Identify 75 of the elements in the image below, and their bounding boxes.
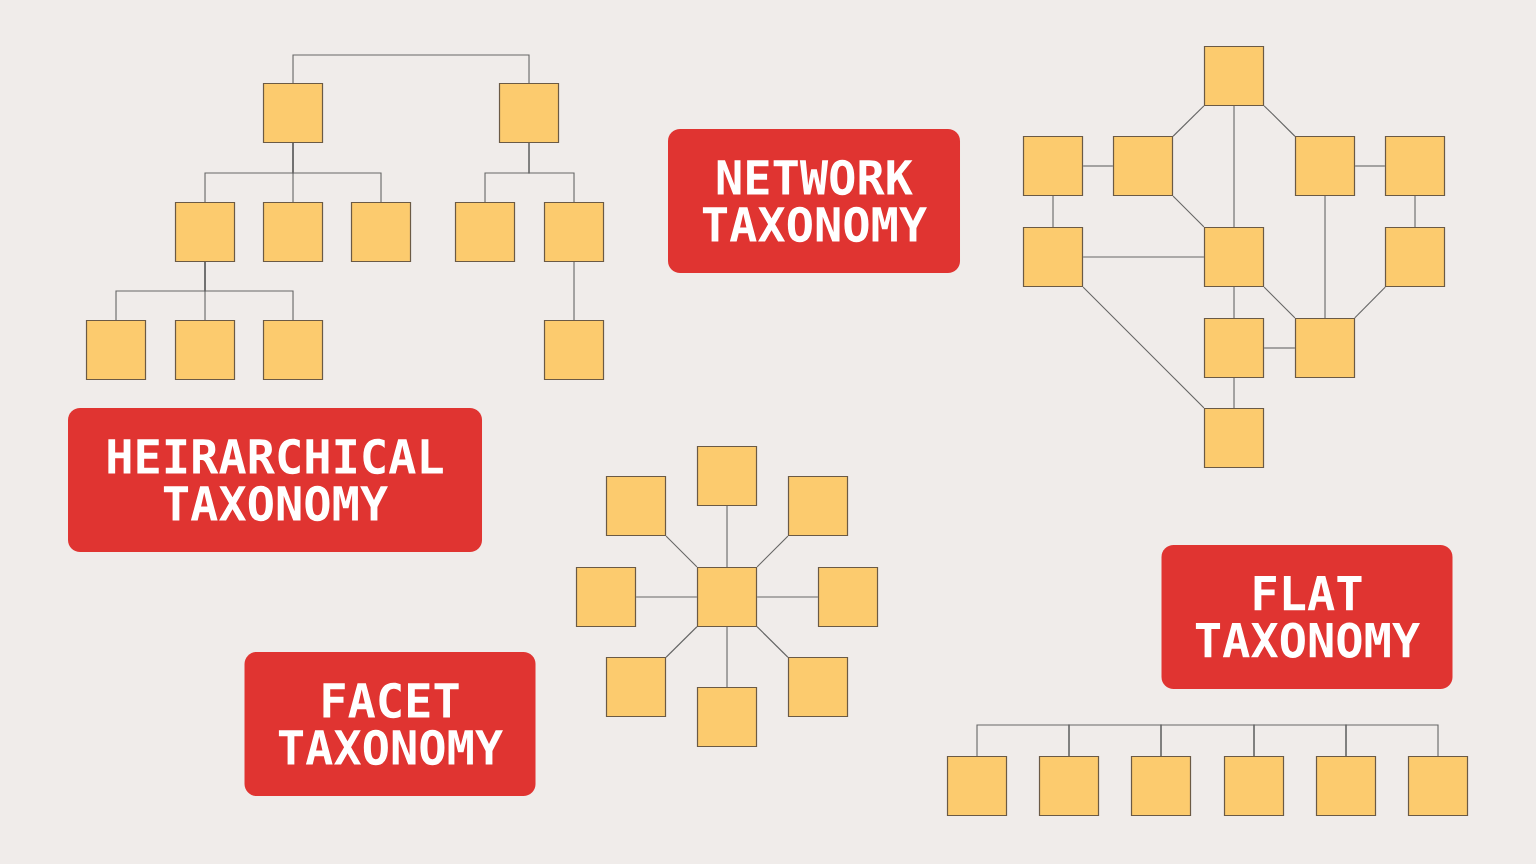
square-box <box>1315 755 1377 817</box>
square-box <box>543 319 605 381</box>
connector-line <box>1345 724 1439 757</box>
square-box <box>350 201 412 263</box>
square-box <box>1407 755 1469 817</box>
square-box <box>1203 226 1265 288</box>
connector-line <box>976 724 1070 757</box>
square-box <box>1038 755 1100 817</box>
connector-line <box>1263 286 1296 319</box>
connector-line <box>1172 105 1205 137</box>
square-box <box>605 475 667 537</box>
square-box <box>946 755 1008 817</box>
connector-line <box>665 535 698 568</box>
title-label: NETWORK TAXONOMY <box>668 129 960 273</box>
square-box <box>1294 135 1356 197</box>
connector-line <box>1233 377 1235 409</box>
square-box <box>1112 135 1174 197</box>
square-box <box>1203 317 1265 379</box>
square-box <box>1203 45 1265 107</box>
square-box <box>498 82 560 144</box>
square-box <box>262 201 324 263</box>
connector-line <box>1354 165 1386 167</box>
square-box <box>174 319 236 381</box>
square-box <box>696 686 758 748</box>
connector-line <box>1082 256 1205 258</box>
square-box <box>696 445 758 507</box>
connector-line <box>1263 347 1296 349</box>
connector-line <box>204 261 294 321</box>
square-box <box>1384 226 1446 288</box>
square-box <box>174 201 236 263</box>
square-box <box>1294 317 1356 379</box>
connector-line <box>1233 105 1235 228</box>
connector-line <box>635 596 698 598</box>
connector-line <box>726 505 728 568</box>
connector-line <box>292 54 530 84</box>
square-box <box>1022 135 1084 197</box>
title-label: FLAT TAXONOMY <box>1161 545 1453 689</box>
connector-line <box>665 626 698 658</box>
square-box <box>787 656 849 718</box>
connector-line <box>1052 195 1054 228</box>
connector-line <box>1172 195 1205 228</box>
square-box <box>454 201 516 263</box>
title-label: FACET TAXONOMY <box>244 652 536 796</box>
connector-line <box>1233 286 1235 319</box>
square-box <box>543 201 605 263</box>
connector-line <box>1082 165 1114 167</box>
connector-line <box>1068 724 1162 757</box>
title-label: HEIRARCHICAL TAXONOMY <box>68 408 482 552</box>
connector-line <box>1253 724 1347 757</box>
square-box <box>1203 407 1265 469</box>
connector-line <box>756 535 789 568</box>
connector-line <box>528 142 575 203</box>
square-box <box>1130 755 1192 817</box>
connector-line <box>292 142 382 203</box>
connector-line <box>1324 195 1326 319</box>
square-box <box>1223 755 1285 817</box>
connector-line <box>726 626 728 688</box>
square-box <box>696 566 758 628</box>
square-box <box>262 82 324 144</box>
square-box <box>787 475 849 537</box>
square-box <box>817 566 879 628</box>
connector-line <box>1160 724 1255 757</box>
connector-line <box>1263 105 1296 137</box>
connector-line <box>756 596 819 598</box>
square-box <box>262 319 324 381</box>
square-box <box>85 319 147 381</box>
connector-line <box>573 261 575 321</box>
connector-line <box>1354 286 1386 319</box>
square-box <box>575 566 637 628</box>
square-box <box>605 656 667 718</box>
connector-line <box>1082 286 1205 409</box>
square-box <box>1384 135 1446 197</box>
connector-line <box>756 626 789 658</box>
connector-line <box>1414 195 1416 228</box>
square-box <box>1022 226 1084 288</box>
